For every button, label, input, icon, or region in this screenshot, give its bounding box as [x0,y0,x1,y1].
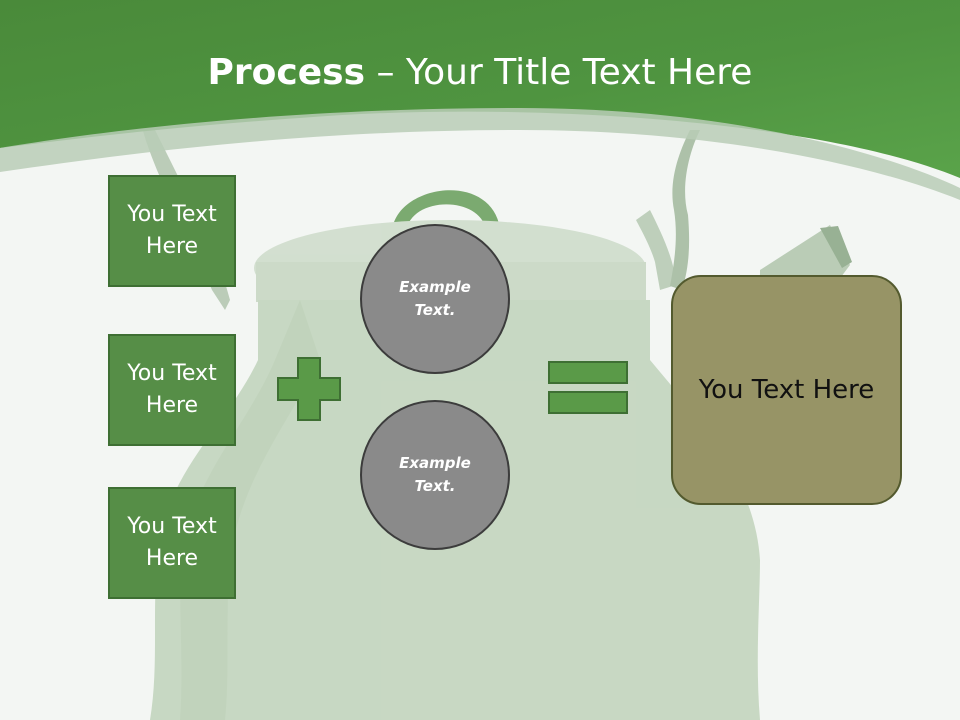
input-box-label: You Text Here [127,514,217,571]
result-box: You Text Here [671,275,902,505]
equals-icon [548,361,628,414]
result-label: You Text Here [698,375,875,405]
header-swoosh [0,108,960,200]
input-box-label: You Text Here [127,202,217,259]
circle-label: Example Text. [399,278,471,319]
plus-icon [277,357,341,421]
title-bold: Process [207,52,366,93]
slide-title: Process – Your Title Text Here [0,52,960,93]
example-circle-1: Example Text. [360,224,510,374]
input-box-3: You Text Here [108,487,236,599]
header-band [0,0,960,178]
input-box-2: You Text Here [108,334,236,446]
input-box-1: You Text Here [108,175,236,287]
input-box-label: You Text Here [127,361,217,418]
title-rest: – Your Title Text Here [365,52,753,93]
example-circle-2: Example Text. [360,400,510,550]
circle-label: Example Text. [399,454,471,495]
